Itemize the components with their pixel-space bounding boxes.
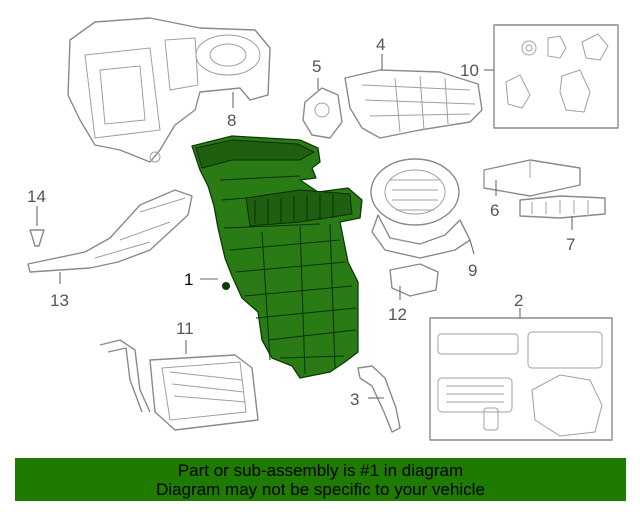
banner-line-1: Part or sub-assembly is #1 in diagram bbox=[177, 460, 464, 480]
callout-6: 6 bbox=[490, 201, 499, 220]
callout-1: 1 bbox=[184, 270, 193, 289]
part-2-seal-kit[interactable] bbox=[429, 317, 613, 441]
callout-13: 13 bbox=[50, 291, 69, 310]
part-12-bracket[interactable] bbox=[389, 263, 439, 297]
banner-line-2: Diagram may not be specific to your vehi… bbox=[156, 479, 485, 499]
parts-diagram: 8 5 4 10 6 7 bbox=[27, 17, 619, 441]
part-1-hvac-assembly[interactable] bbox=[191, 135, 363, 379]
part-4-duct[interactable] bbox=[344, 69, 483, 139]
callout-14: 14 bbox=[27, 187, 46, 206]
part-9-blower-motor[interactable] bbox=[370, 158, 471, 259]
part-13-air-duct[interactable] bbox=[27, 189, 193, 273]
part-8-housing[interactable] bbox=[67, 17, 271, 163]
part-3-tube[interactable] bbox=[357, 365, 401, 433]
callout-12: 12 bbox=[388, 305, 407, 324]
callout-2: 2 bbox=[514, 291, 523, 310]
part-7-insert[interactable] bbox=[519, 195, 606, 219]
notice-banner: Part or sub-assembly is #1 in diagram Di… bbox=[15, 458, 626, 501]
callout-5: 5 bbox=[312, 57, 321, 76]
callout-3: 3 bbox=[350, 390, 359, 409]
part-5-actuator[interactable] bbox=[302, 87, 343, 139]
part-10-hardware-kit[interactable] bbox=[493, 24, 619, 129]
callout-4: 4 bbox=[376, 35, 385, 54]
callout-11: 11 bbox=[176, 319, 194, 338]
callout-9: 9 bbox=[468, 261, 477, 280]
callout-8: 8 bbox=[227, 111, 236, 130]
part-6-filter[interactable] bbox=[483, 159, 581, 197]
callout-10: 10 bbox=[460, 61, 479, 80]
part-14-push-pin[interactable] bbox=[29, 229, 45, 247]
callout-7: 7 bbox=[566, 235, 575, 254]
part-11-heater-core[interactable] bbox=[99, 339, 259, 431]
